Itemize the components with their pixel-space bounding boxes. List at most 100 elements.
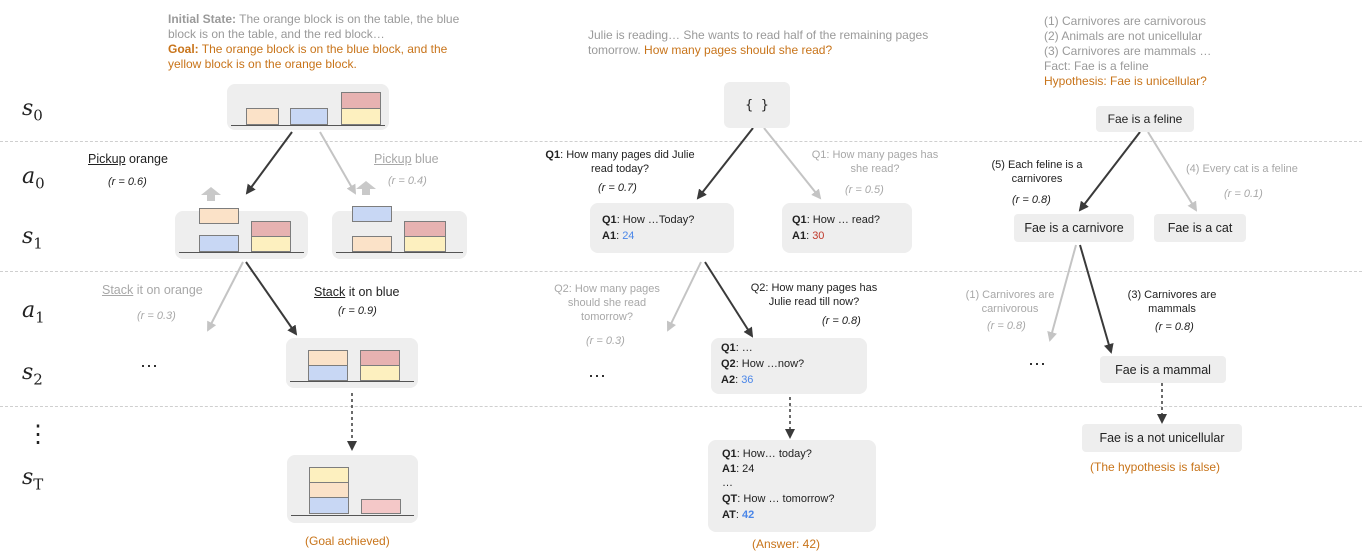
logic-a1-left: (1) Carnivores are carnivorous — [965, 289, 1055, 315]
math-s2-q1: Q1: … — [721, 342, 753, 354]
label-a1: a1 — [22, 298, 45, 327]
blocks-state-s1-left — [175, 187, 308, 259]
block-yellow — [360, 365, 400, 381]
row-separator-2 — [0, 271, 1362, 272]
logic-s1-right: Fae is a cat — [1154, 214, 1246, 242]
block-yellow — [309, 467, 349, 483]
table-line — [179, 252, 304, 253]
arrow-blocks-stack-blue — [245, 261, 298, 336]
arrow-logic-mammal — [1079, 244, 1114, 354]
block-orange — [246, 108, 279, 125]
blocks-state-s2 — [286, 338, 418, 388]
math-s2-a2: A2: 36 — [721, 374, 754, 386]
blocks-a0-left: Pickup orange — [88, 152, 168, 166]
arrow-math-q1-right — [763, 127, 822, 200]
math-state-s1-right: Q1: How … read? A1: 30 — [782, 203, 912, 253]
table-line — [290, 381, 414, 382]
logic-premise-3: (3) Carnivores are mammals … — [1044, 44, 1212, 58]
blocks-a0-right: Pickup blue — [374, 152, 439, 166]
block-blue — [308, 365, 348, 381]
math-a0-left-r: (r = 0.7) — [598, 182, 637, 194]
math-state-sT: Q1: How… today? A1: 24 … QT: How … tomor… — [708, 440, 876, 532]
logic-a0-right: (4) Every cat is a feline — [1186, 163, 1298, 175]
logic-a1-right: (3) Carnivores are mammals — [1127, 289, 1217, 315]
blocks-ellipsis: ⋯ — [140, 356, 158, 376]
block-red — [361, 499, 401, 514]
arrow-logic-feline-carnivore — [1078, 131, 1141, 212]
block-yellow — [404, 236, 446, 252]
arrow-math-q2-left — [666, 261, 702, 332]
lift-arrow-icon — [356, 181, 376, 195]
math-s1-left-q: Q1: How …Today? — [602, 214, 695, 226]
block-blue — [199, 235, 239, 252]
math-a0-left: Q1: How many pages did Julie read today? — [545, 149, 695, 175]
math-sT-qt: QT: How … tomorrow? — [722, 493, 835, 505]
blocks-state-s0 — [227, 84, 389, 130]
math-a1-left-r: (r = 0.3) — [586, 335, 625, 347]
math-a1-right-r: (r = 0.8) — [822, 315, 861, 327]
block-red — [341, 92, 381, 109]
block-blue-lifted — [352, 206, 392, 222]
label-a0: a0 — [22, 164, 45, 193]
logic-a0-left-r: (r = 0.8) — [1012, 194, 1051, 206]
label-vdots: ⋮ — [26, 420, 50, 448]
blocks-a1-left: Stack it on orange — [102, 283, 203, 297]
block-orange — [352, 236, 392, 252]
table-line — [336, 252, 463, 253]
lift-arrow-icon — [201, 187, 221, 201]
logic-ellipsis: ⋯ — [1028, 354, 1046, 374]
block-red — [360, 350, 400, 366]
block-blue — [309, 497, 349, 514]
math-sT-a1: A1: 24 — [722, 463, 755, 475]
label-sT: sT — [22, 465, 44, 494]
math-answer-label: (Answer: 42) — [752, 537, 821, 551]
table-line — [291, 515, 414, 516]
logic-root: Fae is a feline — [1096, 106, 1194, 132]
logic-premise-2: (2) Animals are not unicellular — [1044, 29, 1203, 43]
math-s1-right-q: Q1: How … read? — [792, 214, 881, 226]
blocks-state-s1-right — [332, 181, 467, 259]
math-a1-right: Q2: How many pages has Julie read till n… — [750, 282, 878, 308]
row-separator-3 — [0, 406, 1362, 407]
logic-premise-1: (1) Carnivores are carnivorous — [1044, 14, 1207, 28]
math-a0-right: Q1: How many pages has she read? — [811, 149, 939, 175]
math-s1-left-a: A1: 24 — [602, 230, 635, 242]
arrow-logic-feline-cat — [1147, 131, 1198, 212]
block-yellow — [341, 108, 381, 125]
logic-a0-left: (5) Each feline is a carnivores — [991, 159, 1083, 185]
math-sT-dots: … — [722, 477, 733, 489]
math-state-s1-left: Q1: How …Today? A1: 24 — [590, 203, 734, 253]
block-orange — [308, 350, 348, 366]
logic-s1-left: Fae is a carnivore — [1014, 214, 1134, 242]
label-s2: s2 — [22, 360, 43, 389]
block-blue — [290, 108, 328, 125]
table-line — [231, 125, 385, 126]
math-header: Julie is reading… She wants to read half… — [588, 28, 929, 57]
block-red — [251, 221, 291, 237]
logic-fact: Fact: Fae is a feline — [1044, 59, 1149, 73]
blocks-header: Initial State: The orange block is on th… — [168, 12, 460, 71]
blocks-state-sT — [287, 455, 418, 523]
math-ellipsis: ⋯ — [588, 366, 606, 386]
row-separator-1 — [0, 141, 1362, 142]
math-sT-at: AT: 42 — [722, 509, 755, 521]
logic-a0-right-r: (r = 0.1) — [1224, 188, 1263, 200]
arrow-logic-carnivorous — [1047, 244, 1077, 342]
blocks-a1-left-r: (r = 0.3) — [137, 310, 176, 322]
blocks-a0-right-r: (r = 0.4) — [388, 175, 427, 187]
math-s1-right-a: A1: 30 — [792, 230, 825, 242]
block-red — [404, 221, 446, 237]
blocks-a1-right-r: (r = 0.9) — [338, 305, 377, 317]
block-yellow — [251, 236, 291, 252]
math-a0-right-r: (r = 0.5) — [845, 184, 884, 196]
logic-header: (1) Carnivores are carnivorous (2) Anima… — [1044, 14, 1264, 89]
math-a1-left: Q2: How many pages should she read tomor… — [554, 283, 660, 323]
logic-s2: Fae is a mammal — [1100, 356, 1226, 383]
blocks-a1-right: Stack it on blue — [314, 285, 400, 299]
logic-a1-right-r: (r = 0.8) — [1155, 321, 1194, 333]
logic-final-label: (The hypothesis is false) — [1090, 460, 1221, 474]
math-state-s2: Q1: … Q2: How …now? A2: 36 — [711, 338, 867, 394]
blocks-a0-left-r: (r = 0.6) — [108, 176, 147, 188]
logic-hypothesis: Hypothesis: Fae is unicellular? — [1044, 74, 1207, 88]
